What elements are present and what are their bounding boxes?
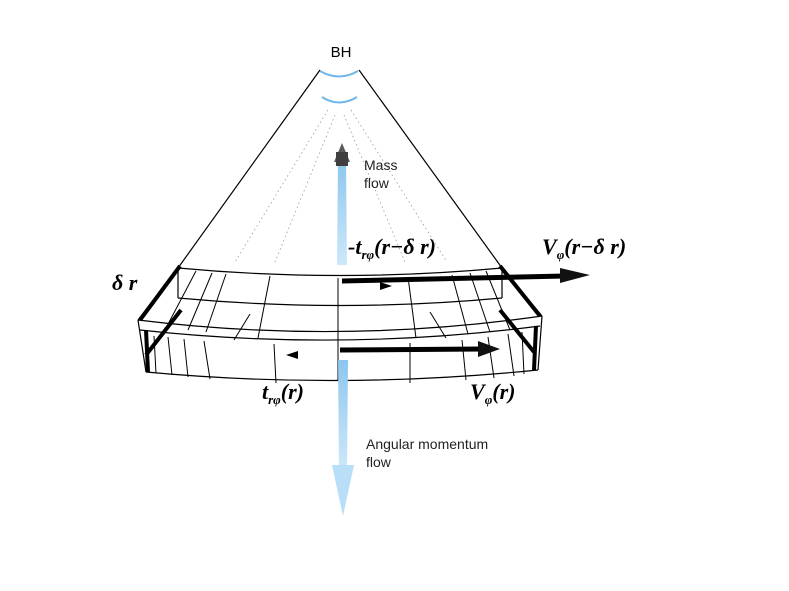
disk-thick-edges: [138, 264, 542, 373]
angular-momentum-flow-label: Angular momentum flow: [366, 436, 492, 470]
cone-outline: [177, 69, 503, 269]
disk-annulus: [137, 267, 543, 382]
mass-flow-label: Mass flow: [364, 157, 401, 191]
disk-grid: [153, 270, 525, 384]
velocity-outer-label: Vφ(r−δ r): [542, 234, 626, 262]
delta-r-label: δ r: [112, 270, 138, 295]
stress-outer-label: -trφ(r−δ r): [348, 234, 436, 262]
cone-dotted-lines: [234, 109, 448, 263]
stress-arrowhead-inner: [286, 351, 298, 359]
bh-label: BH: [331, 44, 352, 61]
velocity-arrow-outer: [341, 268, 590, 284]
mass-flow-arrow: [334, 143, 350, 265]
black-hole-arcs: [319, 70, 359, 104]
angular-momentum-flow-arrow: [332, 360, 354, 516]
velocity-arrow-inner: [339, 341, 500, 357]
velocity-inner-label: Vφ(r): [470, 379, 516, 407]
stress-inner-label: trφ(r): [262, 379, 304, 407]
stress-arrowhead-outer: [380, 282, 392, 290]
